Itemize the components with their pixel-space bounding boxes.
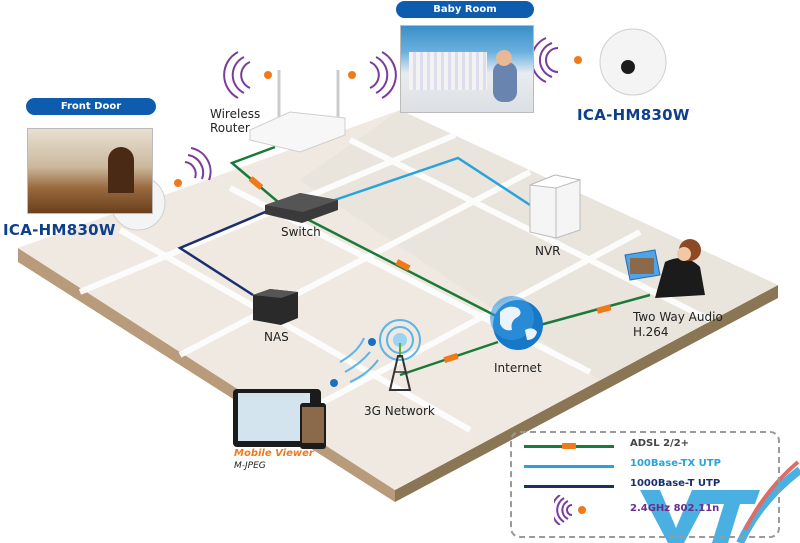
legend: ADSL 2/2+ 100Base-TX UTP 1000Base-T UTP … <box>510 431 780 538</box>
legend-item-wifi: 2.4GHz 802.11n <box>512 495 778 525</box>
switch-icon <box>265 193 338 223</box>
vtx-watermark-logo <box>640 460 800 543</box>
wireless-router-label-line2: Router <box>210 121 250 135</box>
adsl-tag <box>443 352 459 364</box>
wifi-signal-icon <box>530 37 582 83</box>
camera-model-baby-room: ICA-HM830W <box>577 106 690 124</box>
mjpeg-label: M-JPEG <box>234 461 266 471</box>
legend-label-1000base-t: 1000Base-T UTP <box>630 478 721 489</box>
h264-label: H.264 <box>633 325 669 339</box>
two-way-audio-user-icon <box>624 239 705 298</box>
wireless-router-label: Wireless Router <box>210 107 260 135</box>
link-router-switch <box>229 145 291 213</box>
switch-label: Switch <box>281 225 321 239</box>
legend-label-100base-tx: 100Base-TX UTP <box>630 458 721 469</box>
fisheye-camera-icon <box>599 28 667 96</box>
nas-label: NAS <box>264 330 289 344</box>
legend-item-adsl: ADSL 2/2+ <box>512 436 778 456</box>
camera-model-front-door: ICA-HM830W <box>3 221 116 239</box>
cell-tower-icon <box>379 319 421 391</box>
wireless-router-label-line1: Wireless <box>210 107 261 121</box>
adsl-tag-icon <box>562 443 576 449</box>
wifi-signal-icon <box>348 51 397 99</box>
location-badge-front-door: Front Door <box>26 98 156 115</box>
legend-line-1000base-t <box>524 485 614 488</box>
link-internet-audio <box>539 293 651 327</box>
wireless-router-icon <box>249 70 346 153</box>
floor-slab-edge-right <box>395 285 778 502</box>
legend-label-adsl: ADSL 2/2+ <box>630 438 690 449</box>
two-way-audio-label: Two Way Audio <box>633 310 723 324</box>
internet-label: Internet <box>494 361 542 375</box>
adsl-tag <box>395 259 411 271</box>
internet-globe-icon <box>490 296 543 350</box>
link-switch-nas <box>177 208 271 297</box>
wireless-3g-signal-icon <box>330 337 379 387</box>
nas-icon <box>253 289 298 325</box>
legend-label-wifi: 2.4GHz 802.11n <box>630 503 720 514</box>
nvr-label: NVR <box>535 244 561 258</box>
wifi-signal-icon <box>223 51 272 99</box>
wifi-signal-icon <box>554 495 586 525</box>
legend-line-100base-tx <box>524 465 614 468</box>
wifi-signal-icon <box>174 147 212 187</box>
legend-item-1000base-t: 1000Base-T UTP <box>512 476 778 496</box>
legend-item-100base-tx: 100Base-TX UTP <box>512 456 778 476</box>
mobile-viewer-device-icon <box>233 389 326 449</box>
nvr-icon <box>529 174 582 239</box>
3g-network-label: 3G Network <box>364 404 435 418</box>
mobile-viewer-label: Mobile Viewer <box>234 448 314 459</box>
adsl-tag <box>596 304 612 314</box>
front-door-photo <box>27 128 153 214</box>
location-badge-baby-room: Baby Room <box>396 1 534 18</box>
link-switch-nvr <box>319 156 531 207</box>
baby-room-photo <box>400 25 534 113</box>
adsl-tag <box>248 176 264 190</box>
